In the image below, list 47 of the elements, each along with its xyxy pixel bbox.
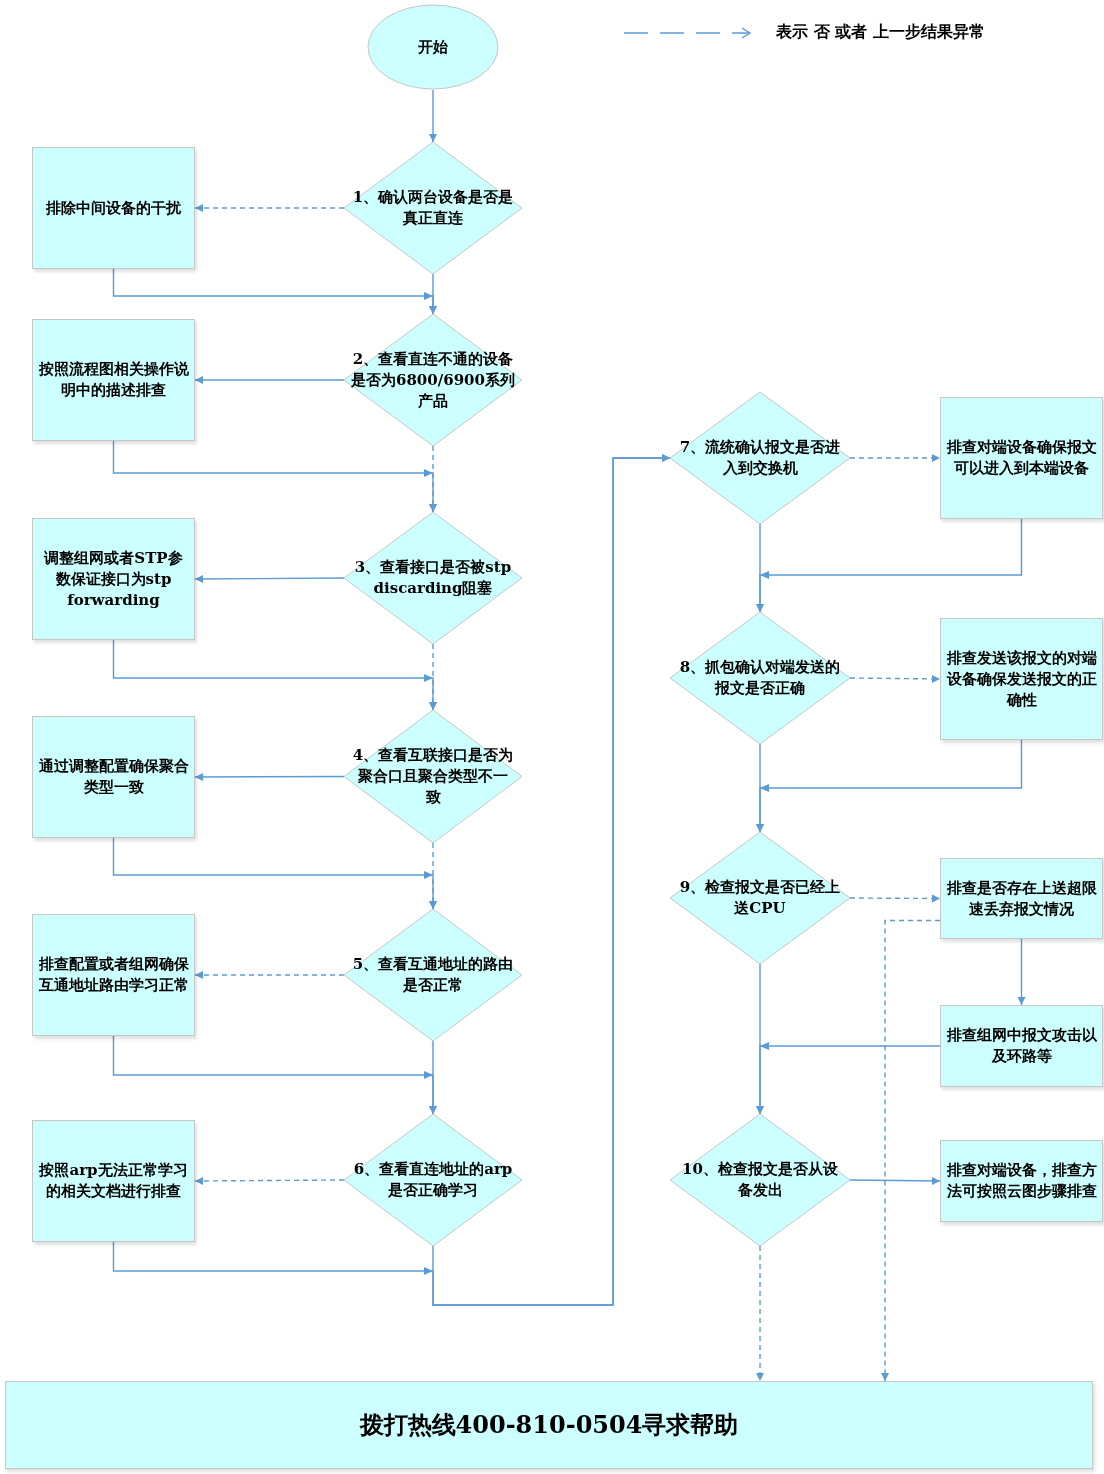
step-text: 排查对端设备，排查方法可按照云图步骤排查	[946, 1160, 1097, 1202]
step-text: 通过调整配置确保聚合类型一致	[38, 756, 189, 798]
start-ellipse	[367, 4, 499, 90]
process-box	[940, 618, 1103, 740]
process-box	[32, 914, 195, 1036]
step-text: 5、查看互通地址的路由是否正常	[351, 954, 515, 996]
process-box	[940, 1005, 1103, 1087]
step-text: 10、检查报文是否从设备发出	[681, 1159, 839, 1201]
process-box	[32, 147, 195, 269]
process-box	[940, 858, 1103, 939]
step-text: 按照流程图相关操作说明中的描述排查	[38, 359, 189, 401]
decision-diamond	[670, 392, 850, 524]
step-text: 按照arp无法正常学习的相关文档进行排查	[38, 1160, 189, 1202]
step-text: 拨打热线400-810-0504寻求帮助	[359, 1409, 739, 1442]
process-box	[32, 319, 195, 441]
step-text: 调整组网或者STP参数保证接口为stp forwarding	[42, 547, 184, 611]
decision-diamond	[344, 142, 522, 274]
decision-diamond	[344, 1114, 522, 1246]
legend-text: 表示 否 或者 上一步结果异常	[776, 22, 985, 43]
help-banner	[5, 1381, 1093, 1469]
step-text: 排除中间设备的干扰	[46, 197, 181, 219]
step-text: 排查发送该报文的对端设备确保发送报文的正确性	[946, 647, 1097, 711]
process-box	[32, 716, 195, 838]
step-text: 排查是否存在上送超限速丢弃报文情况	[946, 877, 1097, 920]
step-text: 开始	[418, 36, 448, 58]
step-text: 7、流统确认报文是否进入到交换机	[678, 437, 842, 479]
decision-diamond	[670, 612, 850, 744]
step-text: 3、查看接口是否被stp discarding阻塞	[353, 557, 513, 599]
decision-diamond	[344, 512, 522, 644]
decision-diamond	[670, 832, 850, 964]
step-text: 2、查看直连不通的设备是否为6800/6900系列产品	[351, 348, 515, 412]
decision-diamond	[670, 1114, 850, 1246]
step-text: 排查对端设备确保报文可以进入到本端设备	[946, 437, 1097, 479]
step-text: 4、查看互联接口是否为聚合口且聚合类型不一致	[351, 745, 515, 808]
step-text: 排查组网中报文攻击以及环路等	[946, 1025, 1097, 1067]
decision-diamond	[344, 909, 522, 1041]
step-text: 9、检查报文是否已经上送CPU	[678, 877, 842, 919]
process-box	[940, 1140, 1103, 1222]
process-box	[32, 518, 195, 640]
process-box	[32, 1120, 195, 1242]
step-text: 6、查看直连地址的arp是否正确学习	[352, 1159, 514, 1201]
decision-diamond	[344, 314, 522, 446]
decision-diamond	[344, 710, 522, 843]
step-text: 排查配置或者组网确保互通地址路由学习正常	[38, 954, 189, 996]
step-text: 8、抓包确认对端发送的报文是否正确	[678, 657, 842, 699]
process-box	[940, 397, 1103, 519]
step-text: 1、确认两台设备是否是真正直连	[351, 187, 515, 229]
